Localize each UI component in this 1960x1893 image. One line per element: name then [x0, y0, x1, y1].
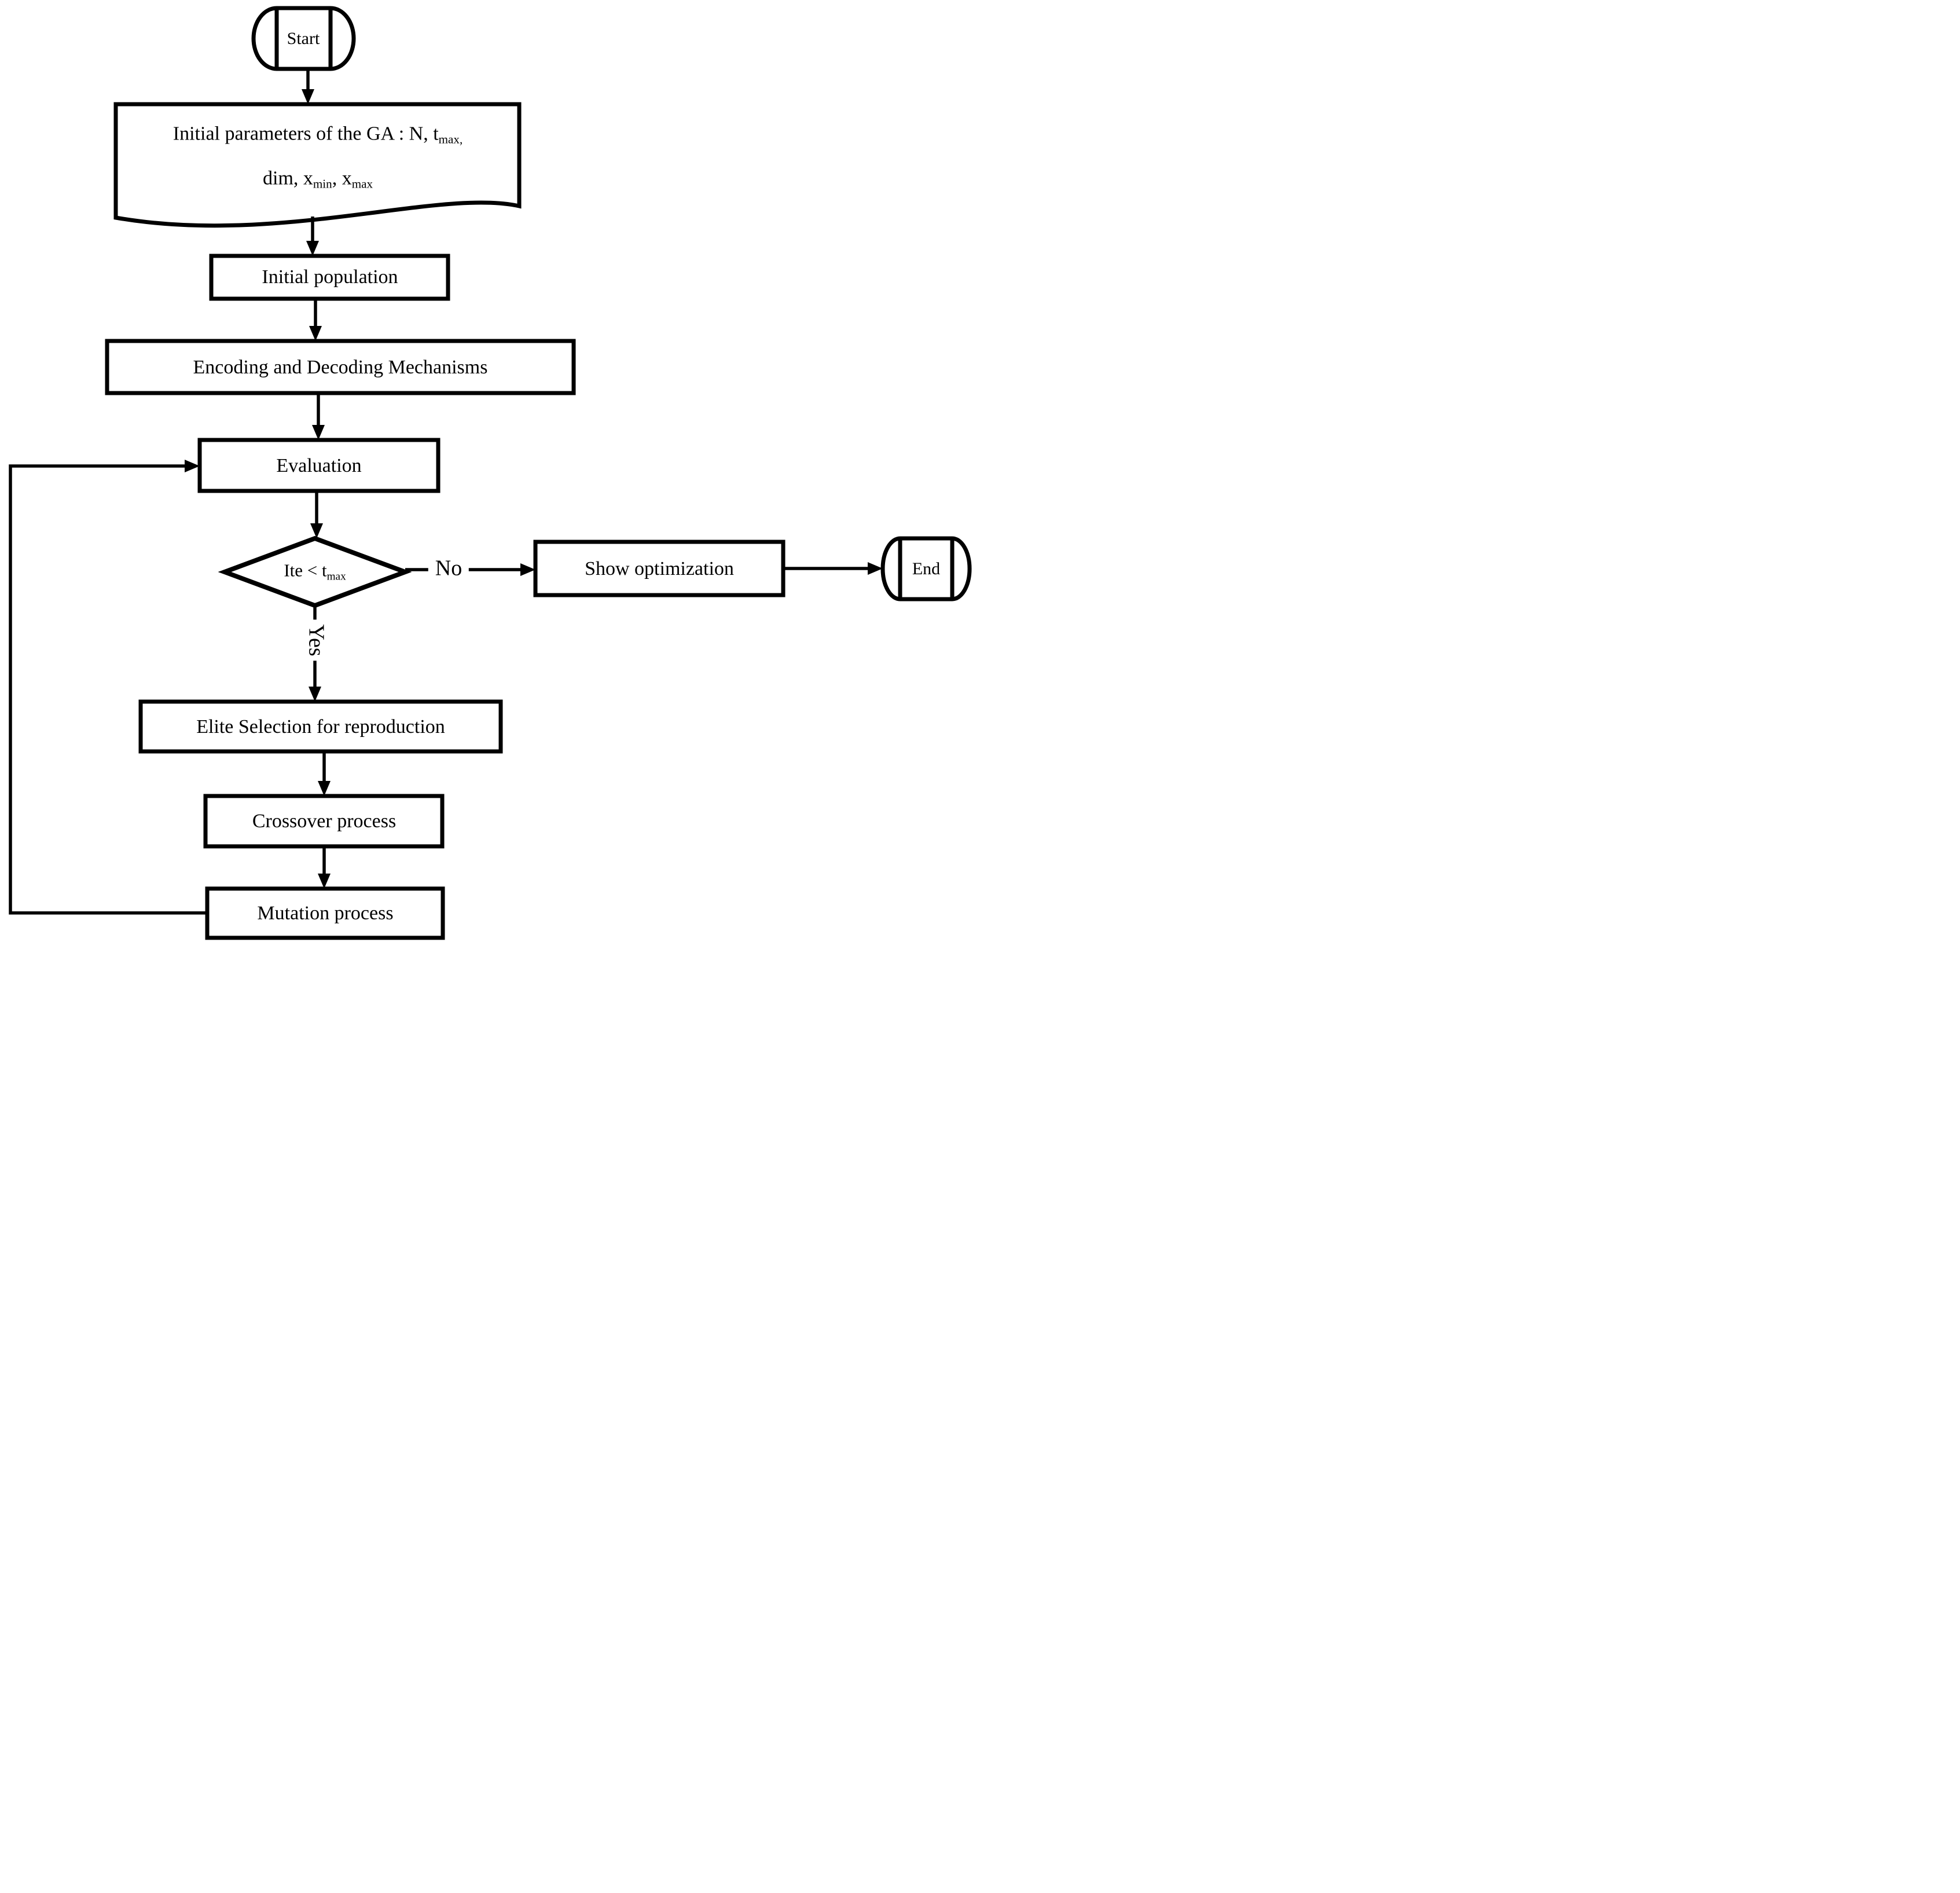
end-label: End: [912, 559, 941, 579]
arrowhead-feedback-evaluation: [185, 460, 200, 472]
arrowhead-evaluation-top: [312, 425, 325, 440]
encoding-label: Encoding and Decoding Mechanisms: [193, 356, 488, 378]
elite-selection-box: [138, 699, 503, 754]
start-terminator-shape: [251, 6, 356, 71]
feedback-loop-mutation-to-evaluation: [9, 464, 207, 915]
init-params-line2-subscript-max: max: [351, 177, 373, 191]
decision-condition-subscript: max: [326, 570, 346, 583]
arrowhead-show-optimization: [520, 563, 535, 576]
decision-condition-text: Ite < t: [284, 560, 327, 581]
encoding-box: [105, 339, 576, 395]
init-params-line2-text-a: dim, x: [263, 167, 313, 189]
init-params-line1-subscript: max,: [438, 132, 463, 146]
arrowhead-decision: [310, 523, 323, 538]
no-label: No: [428, 555, 469, 582]
init-params-line1: Initial parameters of the GA : N, tmax,: [173, 123, 463, 145]
flowchart-graphics: [9, 6, 972, 940]
evaluation-box: [197, 438, 441, 493]
init-params-line2-subscript-min: min: [313, 177, 332, 191]
arrowhead-encoding: [309, 326, 322, 341]
arrowhead-population: [306, 241, 319, 256]
init-params-line2-text-b: , x: [332, 167, 352, 189]
show-optimization-label: Show optimization: [585, 557, 734, 579]
initial-population-box: [209, 254, 450, 301]
elite-selection-label: Elite Selection for reproduction: [196, 716, 445, 738]
arrowhead-mutation: [318, 874, 331, 889]
arrowhead-params: [302, 89, 314, 104]
flowchart-canvas: Start Initial parameters of the GA : N, …: [0, 0, 980, 946]
decision-label: Ite < tmax: [284, 560, 346, 583]
end-terminator-shape: [880, 536, 972, 601]
start-label: Start: [287, 29, 320, 49]
evaluation-label: Evaluation: [276, 454, 362, 476]
init-params-line2: dim, xmin, xmax: [263, 167, 373, 190]
arrowhead-elite: [309, 687, 321, 702]
init-params-document-shape: [113, 102, 522, 228]
arrowhead-end: [868, 562, 883, 575]
arrowhead-crossover: [318, 781, 331, 796]
initial-population-label: Initial population: [262, 266, 398, 288]
decision-diamond-shape: [218, 535, 412, 608]
yes-label: Yes: [302, 619, 330, 661]
crossover-label: Crossover process: [252, 810, 397, 832]
init-params-line1-text: Initial parameters of the GA : N, t: [172, 123, 439, 145]
mutation-label: Mutation process: [257, 902, 394, 924]
